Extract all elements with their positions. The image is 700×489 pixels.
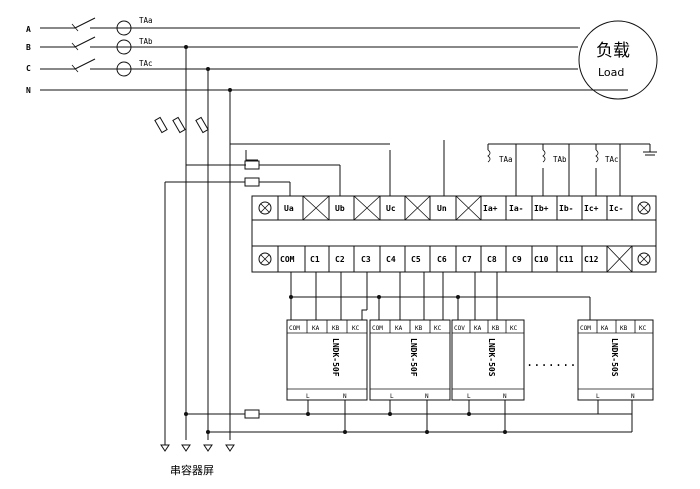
terminal-ib-minus: Ib- <box>559 204 573 213</box>
module-4-name: LNDK-50S <box>610 338 619 377</box>
phase-label-a: A <box>26 25 31 34</box>
terminal-c6: C6 <box>437 255 447 264</box>
terminal-c2: C2 <box>335 255 345 264</box>
module-4-pin-kb: KB <box>620 325 628 332</box>
module-1-pin-kc: KC <box>352 325 360 332</box>
terminal-ia-minus: Ia- <box>509 204 523 213</box>
ct-top-group: TAa TAb TAc <box>116 16 153 77</box>
module-2-name: LNDK-50F <box>409 338 418 377</box>
ct-sec-label-a: TAa <box>499 155 513 164</box>
upper-end-screw-left <box>258 201 272 215</box>
ct-secondary: TAa TAb TAc <box>487 143 657 196</box>
upper-end-screw-right <box>637 201 651 215</box>
module-4-pin-com: COM <box>580 325 591 332</box>
terminal-ib-plus: Ib+ <box>534 204 549 213</box>
module-2-terminal-l: L <box>390 393 394 400</box>
ct-sec-label-c: TAc <box>605 155 619 164</box>
controller-terminal-block: Ua Ub Uc Un Ia+ Ia- Ib+ Ib- Ic+ Ic- <box>251 195 657 273</box>
module-3-name: LNDK-50S <box>487 338 496 377</box>
terminal-uc: Uc <box>386 204 396 213</box>
lower-end-screw-left <box>258 252 272 266</box>
module-3-terminal-n: N <box>503 393 507 400</box>
voltage-wiring <box>165 140 445 196</box>
main-switch <box>71 17 96 73</box>
terminal-c5: C5 <box>411 255 421 264</box>
control-wiring <box>289 272 591 320</box>
terminal-c11: C11 <box>559 255 574 264</box>
module-4-terminal-l: L <box>596 393 600 400</box>
load-motor: 负载 Load <box>578 20 658 100</box>
load-label-en: Load <box>598 66 624 79</box>
terminal-ia-plus: Ia+ <box>483 204 498 213</box>
module-3-terminal-l: L <box>467 393 471 400</box>
terminal-com: COM <box>280 255 295 264</box>
module-1-name: LNDK-50F <box>331 338 340 377</box>
bus-lines <box>40 27 628 91</box>
lower-end-screw-right <box>637 252 651 266</box>
phase-label-n: N <box>26 86 31 95</box>
terminal-c10: C10 <box>534 255 549 264</box>
terminal-c9: C9 <box>512 255 522 264</box>
ct-top-label-b: TAb <box>139 37 153 46</box>
terminal-ub: Ub <box>335 204 345 213</box>
module-3-pin-kc: KC <box>510 325 518 332</box>
phase-label-c: C <box>26 64 31 73</box>
ct-top-label-c: TAc <box>139 59 153 68</box>
module-power-buses <box>184 400 633 434</box>
module-4-terminal-n: N <box>631 393 635 400</box>
terminal-c4: C4 <box>386 255 396 264</box>
terminal-c7: C7 <box>462 255 472 264</box>
phase-label-b: B <box>26 43 31 52</box>
module-1-terminal-l: L <box>306 393 310 400</box>
module-2-pin-com: COM <box>372 325 383 332</box>
module-4-pin-ka: KA <box>601 325 609 332</box>
module-3-pin-kb: KB <box>492 325 500 332</box>
module-2-pin-kb: KB <box>415 325 423 332</box>
module-4: COM KA KB KC LNDK-50S L N <box>577 319 654 401</box>
terminal-un: Un <box>437 204 447 213</box>
module-3: COV KA KB KC LNDK-50S L N <box>451 319 525 401</box>
ct-top-label-a: TAa <box>139 16 153 25</box>
terminal-c3: C3 <box>361 255 371 264</box>
module-1-terminal-n: N <box>343 393 347 400</box>
module-1-pin-com: COM <box>289 325 300 332</box>
module-1-pin-ka: KA <box>312 325 320 332</box>
ct-sec-label-b: TAb <box>553 155 567 164</box>
module-2-terminal-n: N <box>425 393 429 400</box>
terminal-ic-plus: Ic+ <box>584 204 599 213</box>
module-1: COM KA KB KC LNDK-50F L N <box>286 319 368 401</box>
terminal-ic-minus: Ic- <box>609 204 623 213</box>
caption-capacitor-screen: 串容器屏 <box>170 463 214 477</box>
terminal-ua: Ua <box>284 204 294 213</box>
module-3-pin-ka: KA <box>474 325 482 332</box>
module-3-pin-com: COV <box>454 325 465 332</box>
terminal-c12: C12 <box>584 255 599 264</box>
module-2-pin-kc: KC <box>434 325 442 332</box>
voltage-taps <box>154 45 235 452</box>
module-2: COM KA KB KC LNDK-50F L N <box>369 319 451 401</box>
load-label-cn: 负载 <box>596 41 630 61</box>
terminal-c1: C1 <box>310 255 320 264</box>
module-4-pin-kc: KC <box>639 325 647 332</box>
module-1-pin-kb: KB <box>332 325 340 332</box>
more-modules-ellipsis: ....... <box>526 355 577 369</box>
module-2-pin-ka: KA <box>395 325 403 332</box>
terminal-c8: C8 <box>487 255 497 264</box>
